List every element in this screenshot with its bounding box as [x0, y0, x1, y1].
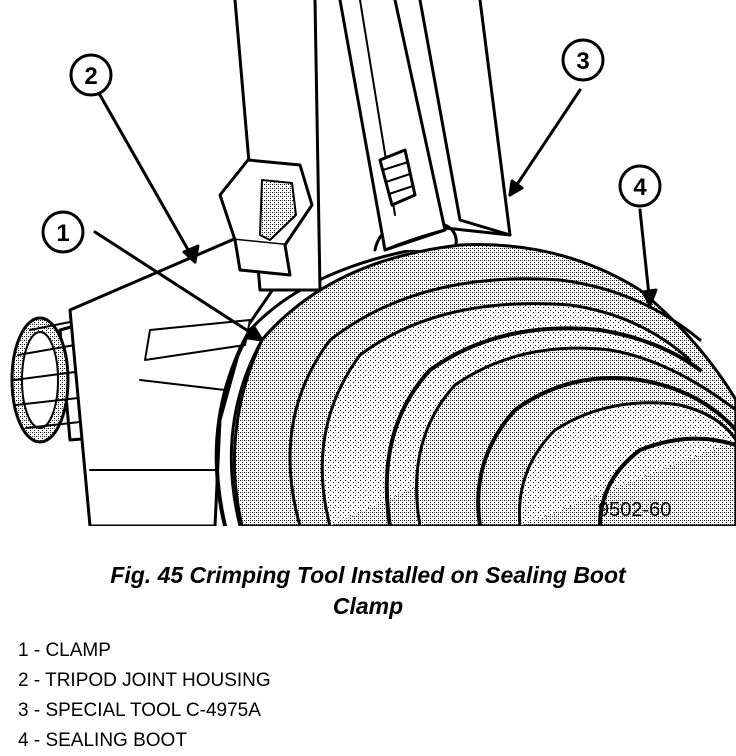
- callout-4: 4: [618, 164, 662, 208]
- callout-3: 3: [561, 38, 605, 82]
- sealing-boot: [232, 243, 736, 526]
- callout-3-label: 3: [576, 48, 589, 75]
- crimping-tool-illustration: 1 2 3 4 9502-60: [10, 0, 736, 526]
- tool-bolt: [218, 158, 314, 277]
- callout-1: 1: [41, 210, 85, 254]
- legend-item-special-tool: 3 - SPECIAL TOOL C-4975A: [18, 700, 261, 721]
- threaded-stud: [378, 148, 417, 207]
- legend-item-tripod-joint-housing: 2 - TRIPOD JOINT HOUSING: [18, 670, 271, 691]
- legend-item-clamp: 1 - CLAMP: [18, 640, 111, 661]
- callout-4-label: 4: [633, 174, 647, 201]
- figure-id: 9502-60: [598, 499, 671, 521]
- legend-item-sealing-boot: 4 - SEALING BOOT: [18, 730, 187, 751]
- leader-lines: [93, 88, 658, 342]
- callout-2: 2: [69, 53, 113, 97]
- caption-line-2: Clamp: [332, 593, 404, 619]
- parts-legend: 1 - CLAMP 2 - TRIPOD JOINT HOUSING 3 - S…: [18, 636, 271, 756]
- figure-caption: Fig. 45 Crimping Tool Installed on Seali…: [0, 560, 736, 622]
- caption-line-1: Fig. 45 Crimping Tool Installed on Seali…: [110, 562, 626, 588]
- tripod-joint-housing: [68, 228, 302, 526]
- callout-2-label: 2: [84, 63, 97, 90]
- callout-1-label: 1: [56, 220, 69, 247]
